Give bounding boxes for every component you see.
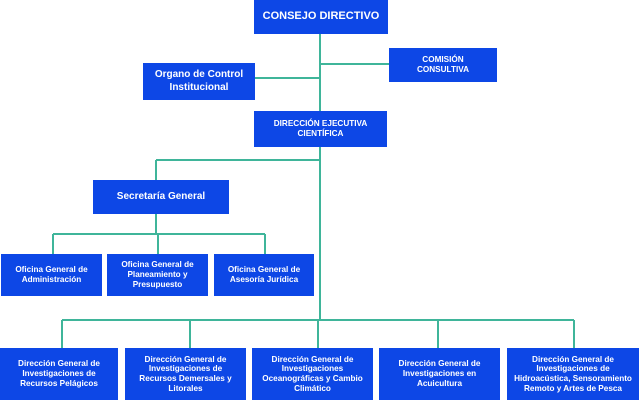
direccion-oceanograficas-box: Dirección General de Investigaciones Oce… <box>252 348 373 400</box>
direccion-acuicultura-box: Dirección General de Investigaciones en … <box>379 348 500 400</box>
direccion-ejecutiva-label: DIRECCIÓN EJECUTIVA CIENTÍFICA <box>273 119 368 138</box>
comision-consultiva-box: COMISIÓN CONSULTIVA <box>389 48 497 82</box>
oficina-administracion-box: Oficina General de Administración <box>1 254 102 296</box>
direccion-acuicultura-label: Dirección General de Investigaciones en … <box>398 359 481 388</box>
oficina-asesoria-box: Oficina General de Asesoría Jurídica <box>214 254 314 296</box>
organo-control-box: Organo de Control Institucional <box>143 63 255 100</box>
connector-lines <box>52 34 575 348</box>
direccion-pelagicos-label: Dirección General de Investigaciones de … <box>18 359 100 388</box>
oficina-asesoria-label: Oficina General de Asesoría Jurídica <box>227 265 301 284</box>
oficina-planeamiento-label: Oficina General de Planeamiento y Presup… <box>121 260 194 289</box>
consejo-directivo-label: CONSEJO DIRECTIVO <box>262 10 380 23</box>
oficina-administracion-label: Oficina General de Administración <box>15 265 88 284</box>
direccion-demersales-label: Dirección General de Investigaciones de … <box>139 354 232 393</box>
direccion-pelagicos-box: Dirección General de Investigaciones de … <box>0 348 118 400</box>
consejo-directivo-box: CONSEJO DIRECTIVO <box>254 0 388 34</box>
organo-control-label: Organo de Control Institucional <box>154 69 244 93</box>
direccion-demersales-box: Dirección General de Investigaciones de … <box>125 348 246 400</box>
direccion-ejecutiva-box: DIRECCIÓN EJECUTIVA CIENTÍFICA <box>254 111 387 147</box>
oficina-planeamiento-box: Oficina General de Planeamiento y Presup… <box>107 254 208 296</box>
direccion-hidroacustica-box: Dirección General de Investigaciones de … <box>507 348 639 400</box>
direccion-oceanograficas-label: Dirección General de Investigaciones Oce… <box>262 354 363 393</box>
secretaria-general-label: Secretaría General <box>116 190 206 202</box>
direccion-hidroacustica-label: Dirección General de Investigaciones de … <box>514 354 632 393</box>
secretaria-general-box: Secretaría General <box>93 180 229 214</box>
comision-consultiva-label: COMISIÓN CONSULTIVA <box>416 55 469 74</box>
